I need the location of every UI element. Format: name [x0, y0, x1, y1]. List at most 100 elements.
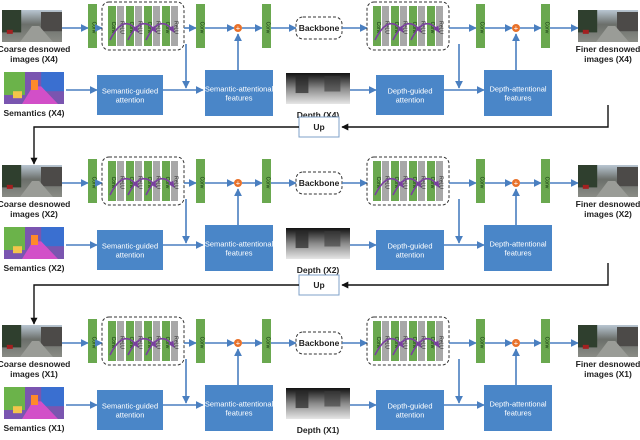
row-x1-res-block-2-conv-label-2: Conv [393, 337, 399, 349]
row-x2-finer-image-building [617, 167, 638, 187]
row-x4-res-block-1-relu-label-5: ReLU [155, 21, 161, 34]
row-x4-add-1-sign: + [236, 24, 241, 33]
row-x4-res-block-2-relu-label-1: ReLU [384, 21, 390, 34]
row-x2-res-block-2-conv-label-0: Conv [375, 177, 381, 189]
row-x2-semantics-image [4, 227, 64, 259]
row-x4-depth-image-shade-right [324, 76, 341, 92]
row-x4-res-block-1-conv-label-0: Conv [110, 22, 116, 34]
row-x2-depth-features [484, 225, 552, 271]
row-x2-depth-label: Depth (X2) [297, 265, 340, 275]
row-x4-semantic-attention [97, 75, 163, 115]
row-x2-add-1-sign: + [236, 179, 241, 188]
upsample-2-arrow-out [30, 284, 299, 325]
row-x2-res-block-1-skip-2 [145, 177, 175, 196]
row-x4-res-block-1-conv-4 [144, 6, 152, 46]
row-x1-res-block-1-relu-7 [171, 321, 178, 361]
row-x2-res-block-2-relu-7 [436, 161, 443, 201]
row-x4-finer-image-road [596, 26, 629, 42]
row-x4-conv-3-label: Conv [265, 22, 271, 34]
row-x2-coarse-image [2, 165, 62, 197]
row-x1-conv-5-label: Conv [544, 337, 550, 349]
row-x2-res-block-2-conv-0 [373, 161, 381, 201]
row-x1-coarse-image-trees [2, 325, 22, 348]
row-x4-res-block-2-conv-6 [427, 6, 435, 46]
row-x2-semantic-attention [97, 230, 163, 270]
row-x2-finer-image [578, 165, 638, 197]
row-x1-res-block-1-conv-6 [162, 321, 170, 361]
row-x4-depth-image [286, 73, 350, 104]
row-x1-res-block-2-frame [366, 316, 450, 366]
row-x4-res-block-2-conv-label-6: Conv [429, 22, 435, 34]
row-x2-res-block-2-conv-label-2: Conv [393, 177, 399, 189]
upsample-1-arrow-in [341, 105, 609, 131]
row-x4-res-block-1-relu-label-3: ReLU [137, 21, 143, 34]
row-x1-conv-3-label: Conv [265, 337, 271, 349]
row-x4-res-block-1-relu-label-1: ReLU [119, 21, 125, 34]
row-x1-semantic-attention [97, 390, 163, 430]
row-x4-res-block-1-conv-label-4: Conv [146, 22, 152, 34]
row-x4-res-block-2-conv-0 [373, 6, 381, 46]
row-x4-conv-1 [88, 4, 97, 48]
row-x1-semantics-image-road [22, 401, 58, 419]
row-x2-res-block-1-conv-2 [126, 161, 134, 201]
row-x2-depth-image-shade-left [295, 231, 309, 249]
row-x2-res-block-2-conv-2 [391, 161, 399, 201]
row-x2-conv-2 [196, 159, 205, 203]
row-x2-semantics-label: Semantics (X2) [4, 263, 65, 273]
row-x4-add-2 [512, 24, 520, 32]
row-x4-conv-1-label: Conv [91, 22, 97, 34]
row-x2-depth-image-shade-right [324, 231, 341, 247]
row-x4-res-block-1-frame [101, 1, 185, 51]
row-x1-coarse-image-building [41, 327, 62, 347]
row-x4-res-block-2-conv-label-4: Conv [411, 22, 417, 34]
row-x4-semantic-features [205, 70, 273, 116]
row-x4-res-block-2-relu-7 [436, 6, 443, 46]
row-x2-res-block-1-conv-6 [162, 161, 170, 201]
row-x1-add-1-sign: + [236, 339, 241, 348]
row-x4-semantics-image [4, 72, 64, 104]
row-x1-res-block-2-skip-2 [410, 337, 440, 356]
row-x4-res-block-2-frame [366, 1, 450, 51]
row-x4-conv-2-label: Conv [199, 22, 205, 34]
row-x1-res-block-2-relu-label-5: ReLU [420, 336, 426, 349]
row-x1-finer-image-building [617, 327, 638, 347]
row-x1-res-block-1-relu-label-5: ReLU [155, 336, 161, 349]
row-x1-res-block-2-conv-6 [427, 321, 435, 361]
row-x4-finer-image-trees [578, 10, 598, 33]
row-x1-finer-image-road [596, 341, 629, 357]
row-x1-conv-4-label: Conv [479, 337, 485, 349]
row-x4-conv-5 [541, 4, 550, 48]
row-x1-conv-4 [476, 319, 485, 363]
row-x4-depth-label: Depth (X4) [297, 110, 340, 120]
row-x4-conv-4 [476, 4, 485, 48]
row-x2-semantics-image-object [31, 235, 38, 245]
row-x2-conv-3-label: Conv [265, 177, 271, 189]
row-x1-res-block-1-frame [101, 316, 185, 366]
row-x4-add-1 [234, 24, 242, 32]
row-x4-res-block-1-skip-2 [145, 22, 175, 41]
row-x2-coarse-image-trees [2, 165, 22, 188]
row-x4-res-block-2-relu-label-5: ReLU [420, 21, 426, 34]
row-x4-res-block-1-conv-label-6: Conv [164, 22, 170, 34]
row-x1-res-block-2-conv-label-0: Conv [375, 337, 381, 349]
row-x1-add-2-sign: + [514, 339, 519, 348]
row-x1-semantics-image [4, 387, 64, 419]
row-x4-depth-attention [376, 75, 444, 115]
row-x1-res-block-2-relu-label-7: ReLU [438, 336, 444, 349]
row-x1-add-1 [234, 339, 242, 347]
row-x2-conv-1 [88, 159, 97, 203]
upsample-1-label: Up [313, 122, 324, 132]
upsample-2-arrow-in [341, 263, 609, 289]
row-x1-res-block-2-conv-4 [409, 321, 417, 361]
row-x4-res-block-2-conv-label-0: Conv [375, 22, 381, 34]
